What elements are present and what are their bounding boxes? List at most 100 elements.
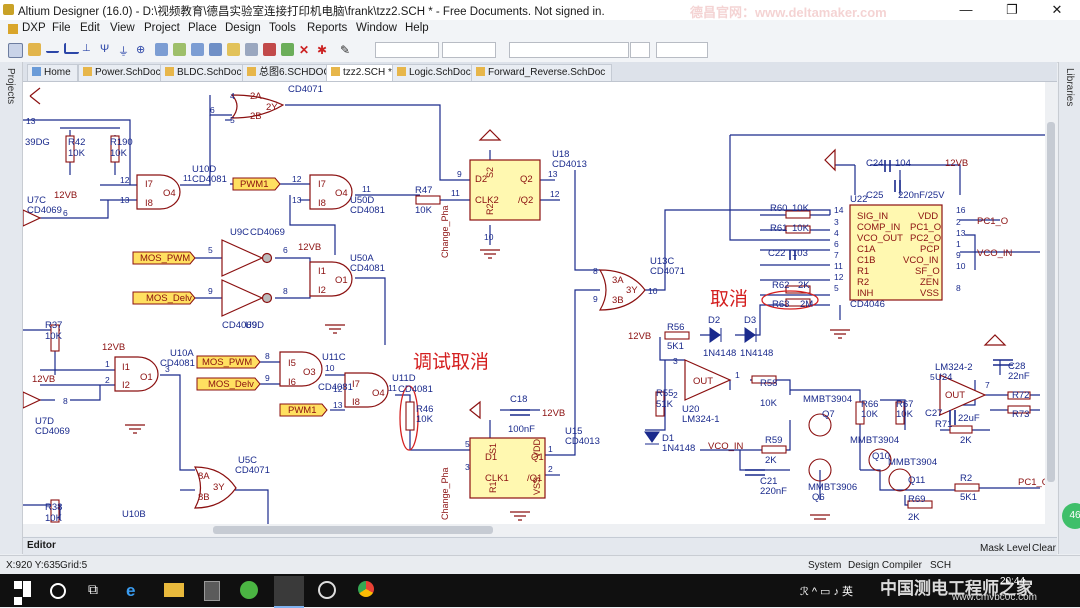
edge-browser-icon[interactable]: e xyxy=(126,581,136,600)
vscroll-thumb[interactable] xyxy=(1047,122,1055,482)
port-mos-pwm-a[interactable] xyxy=(132,251,196,265)
transistor-q7[interactable] xyxy=(808,413,832,437)
resistor-r73[interactable] xyxy=(1007,405,1031,414)
tab-power[interactable]: Power.SchDoc xyxy=(78,64,168,81)
resistor-r56[interactable] xyxy=(664,331,690,340)
resistor-r72[interactable] xyxy=(1007,391,1031,400)
open-icon[interactable] xyxy=(28,43,41,56)
port-mos-pwm-b[interactable] xyxy=(196,355,261,369)
minimize-button[interactable]: — xyxy=(959,2,973,17)
wire-icon[interactable] xyxy=(46,43,59,53)
directive-icon[interactable] xyxy=(263,43,276,56)
resistor-r66[interactable] xyxy=(855,401,865,425)
sheet-icon[interactable] xyxy=(173,43,186,56)
inverter-u9c[interactable] xyxy=(221,239,264,277)
projects-panel-tab[interactable]: Projects xyxy=(5,68,16,105)
compile-icon[interactable] xyxy=(281,43,294,56)
resistor-r42[interactable] xyxy=(65,135,75,163)
resistor-r37[interactable] xyxy=(50,324,60,352)
and-gate-u50a[interactable] xyxy=(309,261,353,297)
floating-badge[interactable]: 46 xyxy=(1062,503,1080,529)
menu-tools[interactable]: Tools xyxy=(269,22,296,34)
and-gate-u11d[interactable] xyxy=(344,372,389,408)
file-explorer-icon[interactable] xyxy=(164,583,184,597)
capacitor-c27[interactable] xyxy=(949,410,956,425)
menu-project[interactable]: Project xyxy=(144,22,180,34)
menu-edit[interactable]: Edit xyxy=(80,22,100,34)
resistor-r62[interactable] xyxy=(785,285,811,294)
inverter-u7c[interactable] xyxy=(23,209,42,227)
and-gate-u10a[interactable] xyxy=(114,356,159,392)
resistor-r58[interactable] xyxy=(751,375,777,384)
menu-file[interactable]: File xyxy=(52,22,71,34)
menu-dxp[interactable]: DXP xyxy=(22,22,46,34)
clear-button[interactable]: Clear xyxy=(1032,543,1056,554)
flipflop-u18[interactable] xyxy=(469,159,541,221)
maximize-button[interactable]: ❐ xyxy=(1006,2,1018,17)
menu-help[interactable]: Help xyxy=(405,22,429,34)
no-erc-icon[interactable]: ✕ xyxy=(299,43,310,57)
horizontal-scrollbar[interactable] xyxy=(23,524,1057,536)
transistor-q11[interactable] xyxy=(888,468,912,492)
port-icon[interactable] xyxy=(227,43,240,56)
capacitor-c22[interactable] xyxy=(789,250,796,260)
close-button[interactable]: ✕ xyxy=(1051,2,1063,17)
tab-home[interactable]: Home xyxy=(27,64,78,81)
filter-combo-3[interactable] xyxy=(509,42,629,58)
tab-forward-reverse[interactable]: Forward_Reverse.SchDoc xyxy=(471,64,613,81)
start-windows-icon[interactable] xyxy=(14,581,34,605)
transistor-q10[interactable] xyxy=(868,448,892,472)
resistor-r69[interactable] xyxy=(907,500,933,509)
calculator-icon[interactable] xyxy=(204,581,220,601)
harness-icon[interactable]: ⊕ xyxy=(136,44,146,56)
task-view-icon[interactable]: ⧉ xyxy=(88,581,98,597)
mask-level-button[interactable]: Mask Level xyxy=(980,543,1031,554)
resistor-r61[interactable] xyxy=(785,225,811,234)
editor-tab[interactable]: Editor xyxy=(27,540,56,551)
new-doc-icon[interactable] xyxy=(8,43,23,58)
tab-tzz2[interactable]: tzz2.SCH * xyxy=(326,64,399,81)
device-sheet-icon[interactable] xyxy=(209,43,222,56)
and-gate-u11c[interactable] xyxy=(279,351,323,387)
tab-logic[interactable]: Logic.SchDoc xyxy=(392,64,478,81)
green-app-icon[interactable] xyxy=(240,581,258,599)
port-pwm1-a[interactable] xyxy=(232,177,281,191)
capacitor-c18[interactable] xyxy=(510,409,530,416)
resistor-r55[interactable] xyxy=(655,391,665,417)
sch-panel-button[interactable]: SCH xyxy=(930,560,952,571)
resistor-r67[interactable] xyxy=(895,401,905,425)
and-gate-u10d[interactable] xyxy=(136,174,181,210)
resistor-r38[interactable] xyxy=(50,499,60,523)
ground-icon[interactable]: ⏚ xyxy=(118,46,129,58)
opamp-u20[interactable] xyxy=(684,359,732,401)
bus-icon[interactable] xyxy=(64,43,79,54)
diode-d3[interactable] xyxy=(744,327,757,343)
vertical-scrollbar[interactable] xyxy=(1045,82,1057,524)
inverter-u9d[interactable] xyxy=(221,279,264,317)
and-gate-u50d[interactable] xyxy=(309,174,353,210)
menu-window[interactable]: Window xyxy=(356,22,397,34)
cross-probe-icon[interactable]: ✱ xyxy=(317,43,328,57)
resistor-r46[interactable] xyxy=(405,401,415,431)
altium-taskbar-icon[interactable] xyxy=(274,576,304,608)
pen-icon[interactable]: ✎ xyxy=(340,43,351,57)
schematic-canvas[interactable]: 2A 2B 2Y CD4071 R42 10K R190 10K 39DG 12… xyxy=(23,82,1045,524)
port-mos-delv-b[interactable] xyxy=(196,377,261,391)
resistor-r190[interactable] xyxy=(110,135,120,163)
filter-combo-4[interactable] xyxy=(630,42,650,58)
flipflop-u15[interactable] xyxy=(469,437,546,499)
capacitor-c24[interactable] xyxy=(884,160,891,172)
offsheet-icon[interactable] xyxy=(245,43,258,56)
filter-combo-1[interactable] xyxy=(375,42,439,58)
opamp-u24[interactable] xyxy=(939,374,987,416)
system-panel-button[interactable]: System xyxy=(808,560,842,571)
menu-view[interactable]: View xyxy=(110,22,135,34)
menu-place[interactable]: Place xyxy=(188,22,217,34)
chrome-icon[interactable] xyxy=(358,581,374,597)
filter-combo-5[interactable] xyxy=(656,42,708,58)
or-gate-2y[interactable] xyxy=(230,94,285,119)
design-compiler-panel-button[interactable]: Design Compiler xyxy=(848,560,922,571)
or-gate-u13c[interactable] xyxy=(598,269,646,311)
part-icon[interactable] xyxy=(155,43,168,56)
tab-zongtu[interactable]: 总图6.SCHDOC xyxy=(242,64,338,81)
